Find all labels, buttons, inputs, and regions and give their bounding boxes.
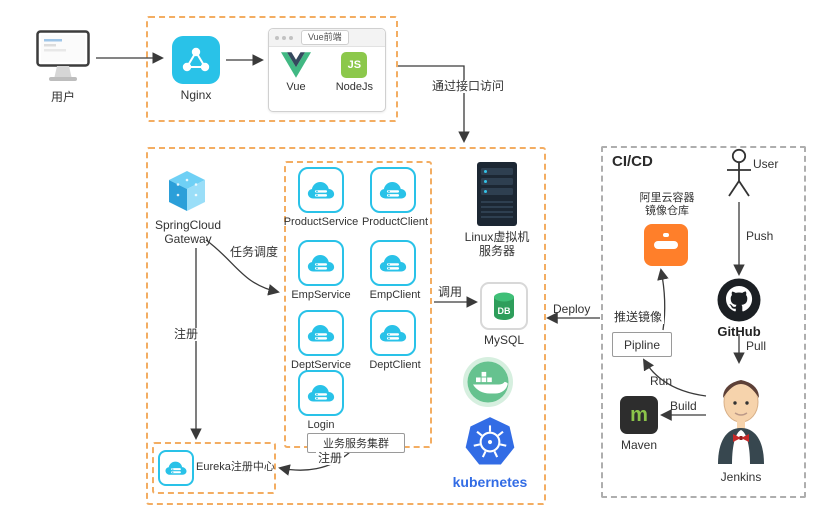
service-label-login: Login xyxy=(307,419,335,431)
service-icon-deptservice xyxy=(298,310,344,356)
github-label: GitHub xyxy=(717,324,761,339)
maven-icon: m xyxy=(620,396,658,434)
kubernetes-label: kubernetes xyxy=(452,474,528,490)
maven-glyph: m xyxy=(630,403,648,426)
gateway-label-line2: Gateway xyxy=(164,232,212,247)
edge-label-deploy: Deploy xyxy=(553,302,591,316)
nginx-icon xyxy=(172,36,220,89)
aliyun-registry-icon xyxy=(644,224,688,266)
mysql-label: MySQL xyxy=(483,333,524,347)
linux-server-icon xyxy=(473,161,521,232)
registry-label-line2: 镜像仓库 xyxy=(645,205,689,218)
backend-group-box xyxy=(146,147,546,505)
registry-label-line1: 阿里云容器 xyxy=(639,192,695,204)
service-label-empclient: EmpClient xyxy=(369,289,421,301)
nodejs-logo-block: JS NodeJs xyxy=(336,52,373,93)
vue-icon xyxy=(281,52,311,78)
edge-label-build: Build xyxy=(670,399,697,413)
kubernetes-icon xyxy=(464,416,516,471)
eureka-box xyxy=(152,442,276,494)
registry-pill xyxy=(654,241,678,249)
springcloud-gateway-label: SpringCloud Gateway xyxy=(146,218,230,247)
linux-label-line2: 服务器 xyxy=(478,244,515,259)
browser-dot-icon xyxy=(282,35,286,40)
client-monitor-icon xyxy=(36,30,90,91)
vue-label: Vue xyxy=(286,81,306,93)
browser-dot-icon xyxy=(289,35,293,40)
cicd-user-icon xyxy=(724,148,754,205)
jenkins-label: Jenkins xyxy=(720,470,762,484)
nginx-label: Nginx xyxy=(180,88,212,102)
linux-label-line1: Linux虚拟机 xyxy=(464,230,530,244)
cicd-box xyxy=(601,146,806,498)
gateway-label-line1: SpringCloud xyxy=(154,218,222,232)
browser-tab: Vue前端 xyxy=(301,30,349,45)
cluster-label-box: 业务服务集群 xyxy=(307,433,405,453)
mysql-icon: DB xyxy=(480,282,528,335)
mysql-glyph: DB xyxy=(498,306,511,316)
linux-server-label: Linux虚拟机 服务器 xyxy=(461,230,533,259)
nodejs-label: NodeJs xyxy=(335,81,373,93)
cicd-user-label: User xyxy=(753,157,779,171)
edge-label-register-gateway: 注册 xyxy=(172,327,201,342)
edge-label-api-access: 通过接口访问 xyxy=(430,79,507,94)
frontend-group-box xyxy=(146,16,398,122)
service-icon-productclient xyxy=(370,167,416,213)
github-icon xyxy=(717,278,761,327)
registry-label: 阿里云容器 镜像仓库 xyxy=(631,192,703,218)
service-label-deptservice: DeptService xyxy=(291,359,351,371)
browser-content: Vue JS NodeJs xyxy=(269,47,385,93)
service-icon-empclient xyxy=(370,240,416,286)
jenkins-icon xyxy=(710,366,772,471)
edge-label-pull: Pull xyxy=(746,339,767,353)
service-label-empservice: EmpService xyxy=(291,289,351,301)
browser-titlebar: Vue前端 xyxy=(269,29,385,47)
vue-logo-block: Vue xyxy=(281,52,311,93)
browser-dot-icon xyxy=(275,35,279,40)
pipeline-box: Pipline xyxy=(612,332,672,357)
service-label-productservice: ProductService xyxy=(283,216,359,228)
eureka-icon xyxy=(158,450,194,486)
edge-label-call-db: 调用 xyxy=(438,285,463,299)
maven-label: Maven xyxy=(620,438,658,452)
service-icon-productservice xyxy=(298,167,344,213)
docker-icon xyxy=(462,356,514,413)
client-label: 用户 xyxy=(50,90,75,104)
springcloud-gateway-icon xyxy=(164,168,210,219)
registry-notch xyxy=(663,233,669,237)
edge-label-push-image: 推送镜像 xyxy=(612,310,665,325)
service-icon-deptclient xyxy=(370,310,416,356)
edge-label-run: Run xyxy=(650,374,673,388)
service-icon-login xyxy=(298,370,344,416)
eureka-label: Eureka注册中心 xyxy=(196,461,275,473)
edge-label-register-cluster: 注册 xyxy=(316,451,345,466)
service-icon-empservice xyxy=(298,240,344,286)
edge-label-task-dispatch: 任务调度 xyxy=(230,245,279,259)
nodejs-glyph: JS xyxy=(347,59,362,71)
nodejs-icon: JS xyxy=(341,52,368,78)
arrow-frontend-to-backend xyxy=(398,65,470,143)
edge-label-push: Push xyxy=(746,229,774,243)
frontend-browser-window: Vue前端 Vue JS NodeJs xyxy=(268,28,386,112)
service-label-deptclient: DeptClient xyxy=(369,359,421,371)
service-label-productclient: ProductClient xyxy=(361,216,429,228)
cicd-title: CI/CD xyxy=(612,153,653,170)
